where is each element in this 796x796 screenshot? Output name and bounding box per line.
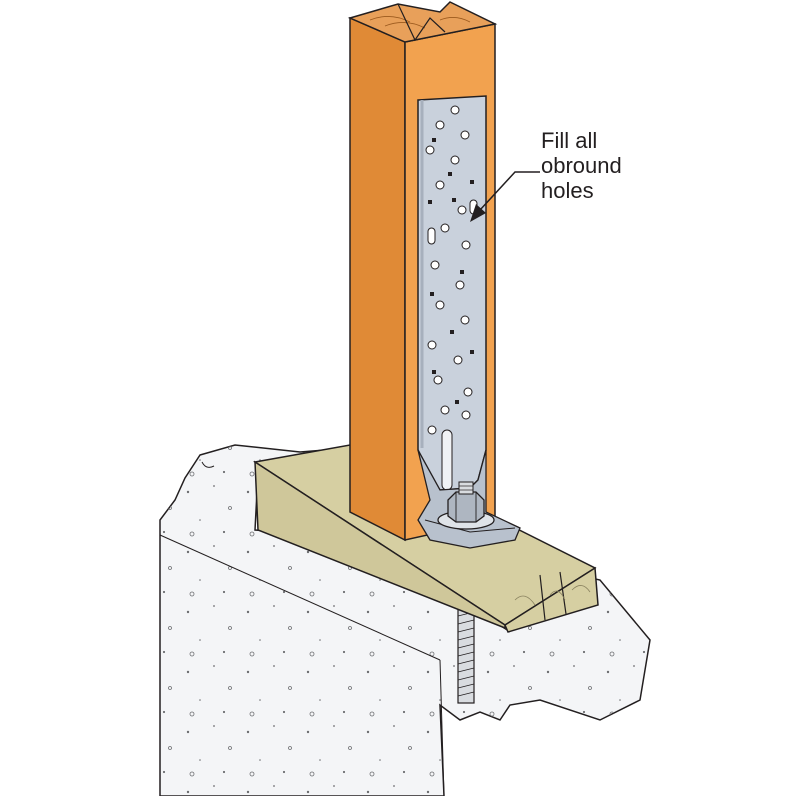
hex-nut xyxy=(447,481,485,523)
callout-line-3: holes xyxy=(541,178,594,203)
callout-label: Fill all obround holes xyxy=(541,128,661,203)
holdown-strap xyxy=(417,95,521,549)
callout-line-2: obround xyxy=(541,153,622,178)
callout-leader-arrow xyxy=(470,171,540,222)
callout-line-1: Fill all xyxy=(541,128,598,153)
